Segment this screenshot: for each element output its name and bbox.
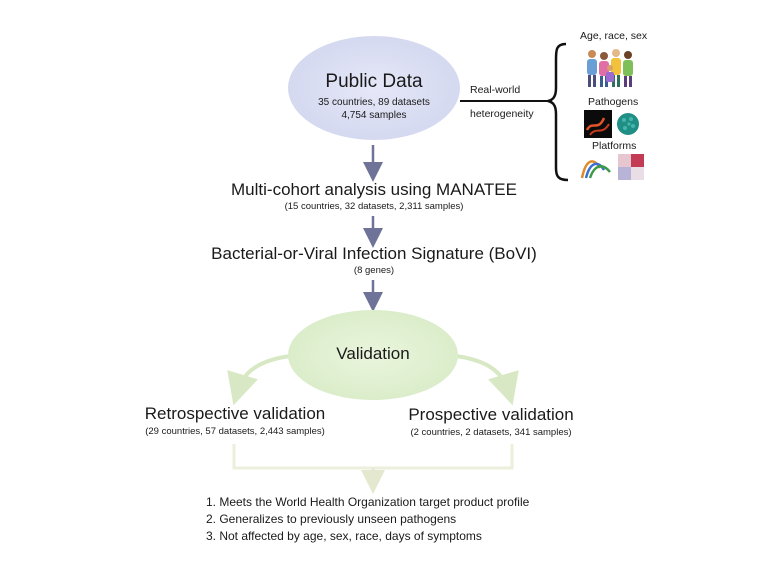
retrospective-sub: (29 countries, 57 datasets, 2,443 sample… <box>145 426 325 437</box>
heatmap-icon <box>618 154 644 180</box>
analysis-title: Multi-cohort analysis using MANATEE <box>231 180 517 199</box>
prospective-sub: (2 countries, 2 datasets, 341 samples) <box>410 427 572 438</box>
arrow-validation-to-retrospective <box>227 354 291 406</box>
retrospective-title: Retrospective validation <box>144 404 326 423</box>
public-data-text: Public Data 35 countries, 89 datasets 4,… <box>288 71 460 122</box>
retrospective-block: Retrospective validation (29 countries, … <box>130 404 340 438</box>
outcome-item: 1. Meets the World Health Organization t… <box>206 495 530 509</box>
outcome-item: 3. Not affected by age, sex, race, days … <box>206 529 482 543</box>
signature-block: Bacterial-or-Viral Infection Signature (… <box>160 244 588 277</box>
prospective-title: Prospective validation <box>408 405 574 424</box>
people-icon <box>587 49 633 87</box>
outcomes-list: 1. Meets the World Health Organization t… <box>206 494 529 545</box>
sequencing-icon <box>580 160 611 179</box>
signature-sub: (8 genes) <box>353 265 395 276</box>
public-data-line1: 35 countries, 89 datasets <box>318 97 430 108</box>
validation-title: Validation <box>336 344 410 363</box>
prospective-block: Prospective validation (2 countries, 2 d… <box>386 405 596 439</box>
heterogeneity-label-2: heterogeneity <box>470 108 534 120</box>
heterogeneity-item-age-race-sex: Age, race, sex <box>580 30 648 42</box>
heterogeneity-label-1: Real-world <box>470 84 521 96</box>
heterogeneity-item-platforms: Platforms <box>592 140 637 152</box>
virus-icon <box>614 110 642 138</box>
heterogeneity-brace <box>547 42 569 182</box>
analysis-sub: (15 countries, 32 datasets, 2,311 sample… <box>284 201 464 212</box>
outcome-item: 2. Generalizes to previously unseen path… <box>206 512 457 526</box>
merge-connector <box>232 444 514 470</box>
bacteria-icon <box>584 110 612 138</box>
validation-node <box>288 310 458 400</box>
public-data-node <box>288 36 460 140</box>
signature-title: Bacterial-or-Viral Infection Signature (… <box>211 244 537 263</box>
arrow-validation-to-prospective <box>455 354 519 406</box>
heterogeneity-item-pathogens: Pathogens <box>588 96 639 108</box>
public-data-title: Public Data <box>325 71 423 92</box>
public-data-line2: 4,754 samples <box>341 110 407 121</box>
analysis-block: Multi-cohort analysis using MANATEE (15 … <box>160 180 588 213</box>
